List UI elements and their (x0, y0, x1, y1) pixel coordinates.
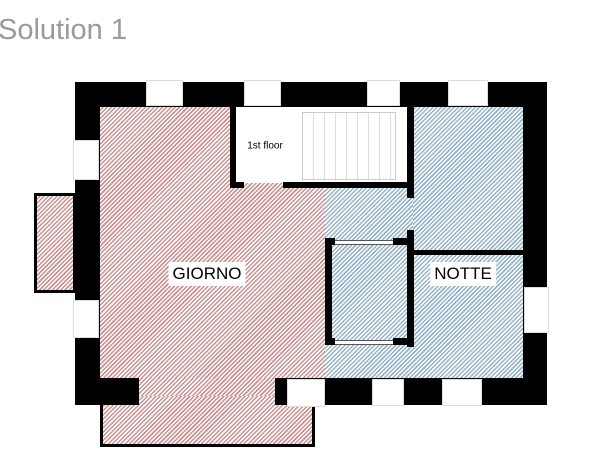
zone-label-giorno: GIORNO (168, 262, 246, 286)
zone-label-notte: NOTTE (430, 262, 496, 286)
wall-corridor-bottom (325, 338, 335, 345)
wall-stair-bottom (283, 182, 413, 188)
wall-bottom-left (75, 378, 139, 405)
wall-room-divider (413, 250, 523, 255)
sliding-door (335, 240, 393, 245)
window (146, 80, 183, 106)
window (442, 379, 482, 406)
wall-left (75, 82, 100, 405)
wall-stair-left (230, 107, 236, 188)
sliding-door (335, 340, 393, 345)
window (73, 300, 99, 338)
window (524, 287, 549, 333)
window (73, 140, 99, 180)
zone-giorno-opening (139, 378, 275, 396)
window (287, 379, 325, 407)
stairs-icon (302, 112, 396, 180)
wall-corridor-top (393, 238, 413, 245)
wall-corridor-top (325, 238, 335, 245)
window (367, 80, 400, 106)
page-title: Solution 1 (0, 14, 127, 46)
window (372, 379, 404, 406)
stair-label: 1st floor (247, 140, 283, 152)
zone-notte-room (413, 107, 523, 252)
wall-stair-right (407, 107, 414, 198)
wall-corridor-left (325, 238, 332, 345)
wall-stair-bottom (230, 182, 244, 188)
wall-corridor-bottom (393, 338, 413, 345)
wall-right (523, 82, 547, 405)
wall-corridor-right (407, 230, 414, 347)
window (244, 80, 281, 106)
window (448, 80, 488, 106)
zone-giorno-bay (34, 193, 76, 293)
